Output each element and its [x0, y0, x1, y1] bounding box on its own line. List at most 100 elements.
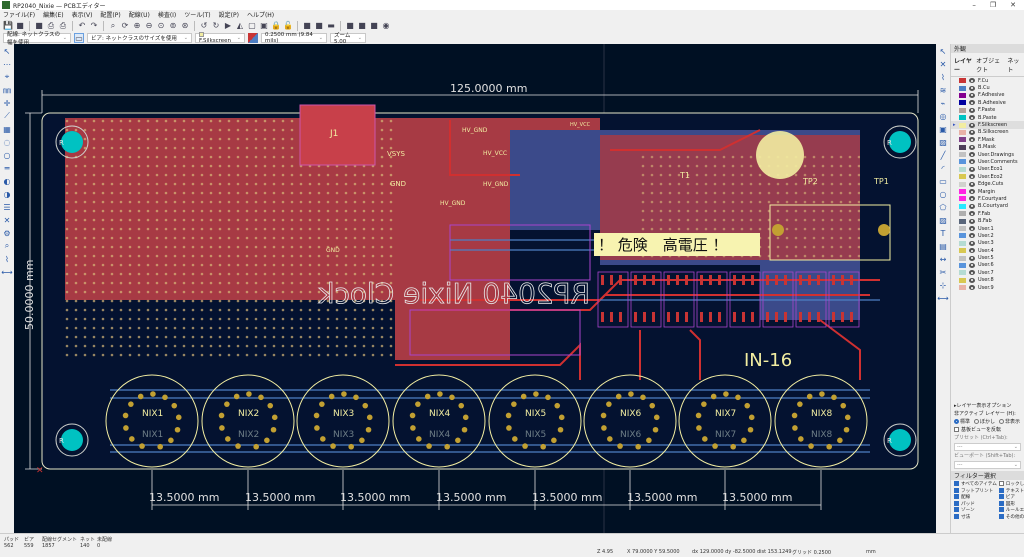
- add-via-icon[interactable]: ◎: [939, 111, 947, 121]
- polar-icon[interactable]: ⌖: [4, 72, 10, 81]
- menu-item[interactable]: 表示(V): [71, 12, 93, 19]
- zoom-select[interactable]: ズーム 5.00⌄: [330, 33, 366, 45]
- layer-color-swatch[interactable]: [959, 240, 966, 246]
- filter-checkbox[interactable]: テキスト: [998, 487, 1024, 495]
- grid-dots-icon[interactable]: ⋯: [3, 59, 11, 69]
- select-icon[interactable]: ↖: [3, 46, 11, 56]
- dimension-icon[interactable]: ↔: [939, 254, 947, 264]
- layer-color-swatch[interactable]: [959, 226, 966, 231]
- filter-checkbox[interactable]: ルールエリア: [998, 507, 1024, 514]
- local-ratsnest-icon[interactable]: ✕: [939, 59, 947, 69]
- layer-color-swatch[interactable]: [959, 233, 966, 239]
- diff-pair-icon[interactable]: ≋: [939, 85, 947, 95]
- filter-checkbox[interactable]: すべてのアイテム: [954, 481, 997, 488]
- visibility-eye-icon[interactable]: [969, 226, 975, 231]
- visibility-eye-icon[interactable]: [969, 122, 975, 128]
- tab-2[interactable]: ネット: [1007, 58, 1020, 74]
- menu-item[interactable]: 設定(P): [218, 12, 239, 19]
- flip-button[interactable]: ▶: [223, 21, 233, 31]
- layer-row[interactable]: Margin: [951, 188, 1024, 195]
- contrast-icon[interactable]: ◐: [3, 176, 11, 186]
- menu-item[interactable]: 検査(I): [157, 12, 177, 19]
- layer-color-swatch[interactable]: [959, 129, 966, 135]
- visibility-eye-icon[interactable]: [969, 181, 975, 187]
- visibility-eye-icon[interactable]: [969, 115, 975, 121]
- layer-row[interactable]: B.Adhesive: [951, 99, 1024, 106]
- save-button[interactable]: 💾: [3, 21, 13, 31]
- rotate-cw-button[interactable]: ↻: [211, 21, 221, 31]
- visibility-eye-icon[interactable]: [969, 211, 975, 217]
- filter-checkbox[interactable]: 図形: [998, 500, 1024, 508]
- footprint-editor-button[interactable]: ■: [345, 21, 355, 31]
- unlock-button[interactable]: 🔓: [283, 21, 293, 31]
- undo-button[interactable]: ↶: [77, 21, 87, 31]
- ratsnest-icon[interactable]: ⟋: [4, 111, 10, 120]
- layer-row[interactable]: User.Eco2: [951, 173, 1024, 180]
- filter-checkbox[interactable]: 配線: [954, 494, 997, 501]
- visibility-eye-icon[interactable]: [969, 144, 975, 150]
- layer-row[interactable]: User.5: [951, 254, 1024, 261]
- cursor-icon[interactable]: ✛: [3, 98, 11, 108]
- viewport-select[interactable]: ---⌄: [954, 461, 1021, 469]
- visibility-eye-icon[interactable]: [969, 152, 975, 158]
- layer-row[interactable]: F.Fab: [951, 210, 1024, 217]
- maximize-button[interactable]: ❐: [989, 1, 997, 9]
- layer-row[interactable]: User.Eco1: [951, 166, 1024, 173]
- add-footprint-icon[interactable]: ▣: [939, 124, 947, 134]
- visibility-eye-icon[interactable]: [969, 166, 975, 172]
- menu-item[interactable]: ファイル(F): [3, 12, 36, 19]
- image-icon[interactable]: ▨: [939, 215, 947, 225]
- zoom-fit-button[interactable]: ⊙: [156, 21, 166, 31]
- auto-width-button[interactable]: ▭: [74, 33, 84, 43]
- layer-row[interactable]: Edge.Cuts: [951, 180, 1024, 187]
- layer-color-swatch[interactable]: [959, 248, 966, 254]
- radio-button[interactable]: [999, 419, 1005, 424]
- text-icon[interactable]: T: [940, 228, 946, 238]
- layer-color-swatch[interactable]: [959, 107, 966, 113]
- layer-color-swatch[interactable]: [959, 166, 966, 172]
- radio-button[interactable]: [974, 419, 980, 424]
- netlist-button[interactable]: ■: [302, 21, 312, 31]
- rotate-ccw-button[interactable]: ↺: [199, 21, 209, 31]
- layer-color-swatch[interactable]: [959, 218, 966, 224]
- layer-row[interactable]: F.Paste: [951, 107, 1024, 114]
- layer-color-swatch[interactable]: [959, 196, 966, 202]
- filter-checkbox[interactable]: パッド: [954, 500, 997, 508]
- visibility-eye-icon[interactable]: [969, 203, 975, 209]
- layer-color-swatch[interactable]: [959, 115, 966, 121]
- visibility-eye-icon[interactable]: [969, 255, 975, 261]
- layer-color-swatch[interactable]: [959, 203, 966, 209]
- radio-option[interactable]: ぼかし: [974, 419, 995, 425]
- visibility-eye-icon[interactable]: [969, 129, 975, 135]
- measure-icon[interactable]: ⟷: [1, 267, 13, 277]
- board-setup-button[interactable]: ■: [15, 21, 25, 31]
- page-settings-button[interactable]: ■: [34, 21, 44, 31]
- layer-color-swatch[interactable]: [959, 152, 966, 158]
- visibility-eye-icon[interactable]: [969, 159, 975, 165]
- filter-checkbox[interactable]: ゾーン: [954, 507, 997, 514]
- redraw-button[interactable]: ⟳: [120, 21, 130, 31]
- track-width-select[interactable]: 配線: ネットクラスの幅を使用⌄: [3, 32, 71, 46]
- visibility-eye-icon[interactable]: [969, 107, 975, 113]
- mirror-button[interactable]: ◭: [235, 21, 245, 31]
- layer-row[interactable]: User.9: [951, 284, 1024, 291]
- visibility-eye-icon[interactable]: [969, 137, 975, 143]
- zoom-objects-button[interactable]: ⊚: [168, 21, 178, 31]
- layer-row[interactable]: F.Adhesive: [951, 92, 1024, 99]
- zoom-selection-button[interactable]: ⊛: [180, 21, 190, 31]
- visibility-eye-icon[interactable]: [969, 85, 975, 91]
- drc-marker-icon[interactable]: ✕: [3, 215, 11, 225]
- grid-origin-icon[interactable]: ⊹: [939, 280, 947, 290]
- visibility-eye-icon[interactable]: [969, 218, 975, 224]
- close-button[interactable]: ✕: [1010, 1, 1016, 9]
- filter-checkbox[interactable]: フットプリント: [954, 487, 997, 495]
- layer-color-swatch[interactable]: [959, 78, 966, 84]
- 3d-viewer-button[interactable]: ▬: [326, 21, 336, 31]
- tab-1[interactable]: オブジェクト: [976, 58, 1001, 74]
- visibility-eye-icon[interactable]: [969, 277, 975, 283]
- layer-row[interactable]: B.Cu: [951, 84, 1024, 91]
- display-options-toggle[interactable]: ▸レイヤー表示オプション: [954, 403, 1012, 409]
- layer-row[interactable]: User.Drawings: [951, 151, 1024, 158]
- delete-icon[interactable]: ✂: [939, 267, 947, 277]
- measure-tool-icon[interactable]: ⟷: [937, 293, 949, 303]
